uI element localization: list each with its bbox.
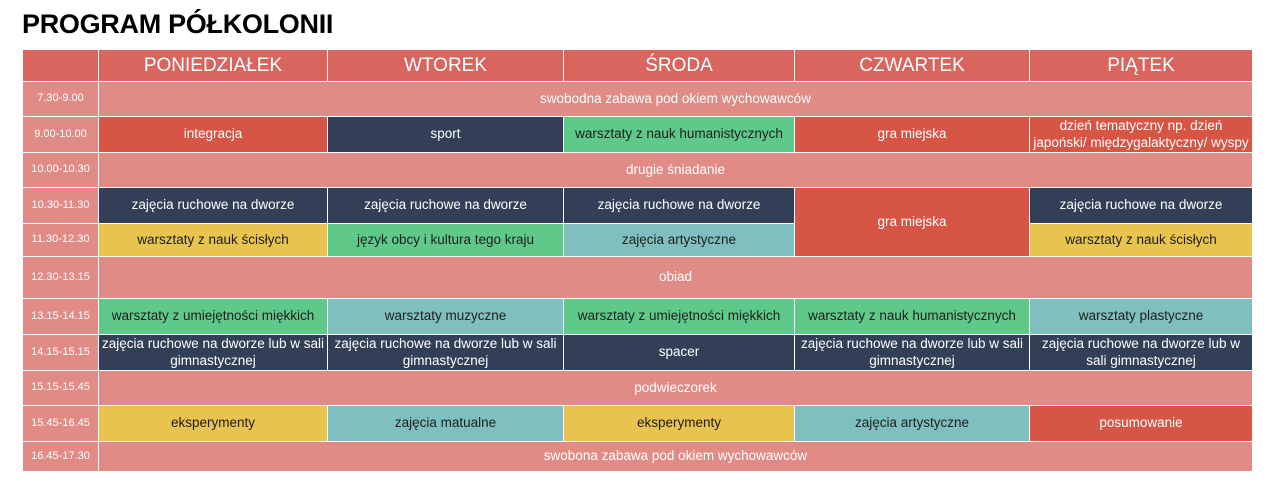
time-slot: 14.15-15.15 (22, 334, 99, 371)
activity-cell: zajęcia ruchowe na dworze lub w sali gim… (794, 334, 1030, 371)
time-slot: 15.15-15.45 (22, 370, 99, 406)
break-activity-cell: swobodna zabawa pod okiem wychowawców (98, 81, 1253, 117)
activity-cell: warsztaty z nauk ścisłych (1029, 223, 1253, 257)
time-slot: 7.30-9.00 (22, 81, 99, 117)
activity-cell: sport (327, 116, 564, 153)
activity-cell: zajęcia ruchowe na dworze lub w sali gim… (327, 334, 564, 371)
activity-cell: warsztaty z umiejętności miękkich (563, 298, 795, 335)
schedule-table: PONIEDZIAŁEK WTOREK ŚRODA CZWARTEK PIĄTE… (22, 49, 1253, 472)
header-row: PONIEDZIAŁEK WTOREK ŚRODA CZWARTEK PIĄTE… (22, 49, 1253, 82)
break-activity-cell: obiad (98, 256, 1253, 299)
activity-cell: eksperymenty (98, 405, 328, 442)
activity-cell: integracja (98, 116, 328, 153)
activity-cell: warsztaty z nauk humanistycznych (563, 116, 795, 153)
day-header-tuesday: WTOREK (327, 49, 564, 82)
activity-cell: zajęcia artystyczne (563, 223, 795, 257)
activity-cell: zajęcia matualne (327, 405, 564, 442)
activity-cell: język obcy i kultura tego kraju (327, 223, 564, 257)
time-slot: 12.30-13.15 (22, 256, 99, 299)
activity-cell: spacer (563, 334, 795, 371)
activity-cell: gra miejska (794, 187, 1030, 257)
day-header-monday: PONIEDZIAŁEK (98, 49, 328, 82)
header-corner (22, 49, 99, 82)
time-slot: 10.30-11.30 (22, 187, 99, 224)
activity-cell: zajęcia ruchowe na dworze lub w sali gim… (1029, 334, 1253, 371)
page-title: PROGRAM PÓŁKOLONII (22, 9, 334, 39)
break-activity-cell: podwieczorek (98, 370, 1253, 406)
time-slot: 15.45-16.45 (22, 405, 99, 442)
time-slot: 11.30-12.30 (22, 223, 99, 257)
activity-cell: zajęcia ruchowe na dworze (563, 187, 795, 224)
activity-cell: dzień tematyczny np. dzień japoński/ mię… (1029, 116, 1253, 153)
activity-cell: gra miejska (794, 116, 1030, 153)
break-activity-cell: drugie śniadanie (98, 152, 1253, 188)
day-header-friday: PIĄTEK (1029, 49, 1253, 82)
activity-cell: posumowanie (1029, 405, 1253, 442)
time-slot: 13.15-14.15 (22, 298, 99, 335)
break-activity-cell: swobona zabawa pod okiem wychowawców (98, 441, 1253, 472)
time-slot: 16.45-17.30 (22, 441, 99, 472)
activity-cell: warsztaty z nauk humanistycznych (794, 298, 1030, 335)
activity-cell: warsztaty z nauk ścisłych (98, 223, 328, 257)
activity-cell: warsztaty muzyczne (327, 298, 564, 335)
day-header-wednesday: ŚRODA (563, 49, 795, 82)
activity-cell: zajęcia ruchowe na dworze (1029, 187, 1253, 224)
activity-cell: warsztaty plastyczne (1029, 298, 1253, 335)
activity-cell: zajęcia ruchowe na dworze (98, 187, 328, 224)
activity-cell: eksperymenty (563, 405, 795, 442)
activity-cell: warsztaty z umiejętności miękkich (98, 298, 328, 335)
activity-cell: zajęcia ruchowe na dworze (327, 187, 564, 224)
time-slot: 10.00-10.30 (22, 152, 99, 188)
time-slot: 9.00-10.00 (22, 116, 99, 153)
activity-cell: zajęcia artystyczne (794, 405, 1030, 442)
activity-cell: zajęcia ruchowe na dworze lub w sali gim… (98, 334, 328, 371)
day-header-thursday: CZWARTEK (794, 49, 1030, 82)
